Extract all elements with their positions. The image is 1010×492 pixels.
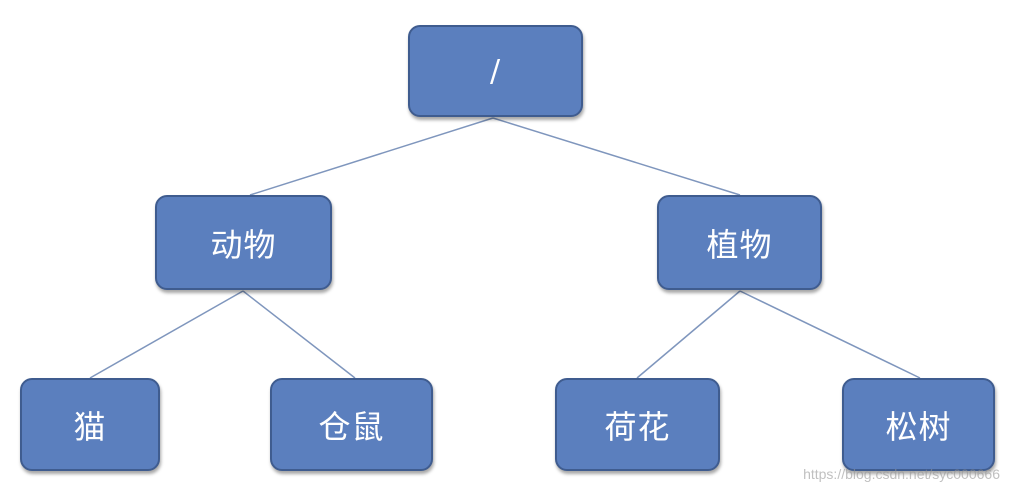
node-animal: 动物 [155,195,332,290]
watermark-text: https://blog.csdn.net/syc000666 [803,466,1000,482]
node-pine: 松树 [842,378,995,471]
edge-plant-pine [739,290,921,379]
edge-root-animal [249,117,494,196]
node-plant: 植物 [657,195,822,290]
node-hamster: 仓鼠 [270,378,433,471]
node-root: / [408,25,583,117]
edge-animal-hamster [242,290,356,379]
node-lotus: 荷花 [555,378,720,471]
edge-root-plant [492,117,741,196]
node-cat: 猫 [20,378,160,471]
edge-plant-lotus [636,290,741,379]
edge-animal-cat [89,290,244,379]
